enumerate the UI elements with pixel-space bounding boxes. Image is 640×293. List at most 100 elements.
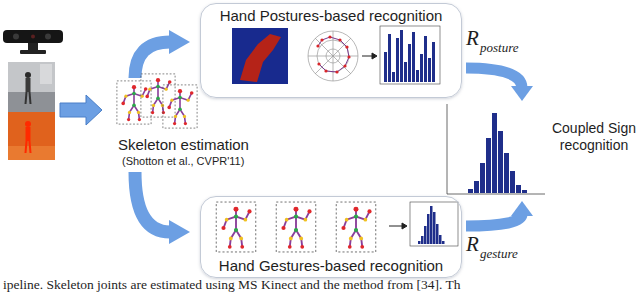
polar-plot xyxy=(308,31,358,81)
polar-plot xyxy=(320,38,323,41)
output-label: Coupled Sign recognition xyxy=(550,120,638,154)
depth-image xyxy=(25,121,31,127)
skeleton-thumbnails xyxy=(336,202,376,252)
skeleton-thumbnails xyxy=(117,81,151,124)
small-arrow xyxy=(402,223,407,229)
polar-plot xyxy=(338,38,341,41)
posture-histogram xyxy=(416,70,419,82)
small-arrow xyxy=(362,56,372,57)
posture-histogram xyxy=(396,38,399,82)
coupled-histogram xyxy=(480,163,485,193)
polar-plot xyxy=(315,38,351,74)
block-arrow xyxy=(169,30,190,54)
gesture-histogram xyxy=(430,206,433,244)
gesture-histogram xyxy=(439,235,442,244)
coupled-histogram xyxy=(447,104,545,194)
depth-image xyxy=(26,141,27,153)
coupled-histogram xyxy=(486,138,491,193)
coupled-histogram xyxy=(504,153,509,193)
gesture-histogram xyxy=(436,224,439,244)
skeleton-thumbnails xyxy=(141,74,175,117)
polar-plot xyxy=(316,44,319,47)
posture-histogram xyxy=(408,44,411,82)
coupled-histogram xyxy=(510,171,515,193)
posture-histogram xyxy=(380,26,440,84)
polar-plot xyxy=(347,55,350,58)
coupled-histogram xyxy=(498,131,503,193)
coupled-histogram xyxy=(468,113,527,193)
caption-label: Skeleton estimation xyxy=(118,136,249,154)
coupled-histogram xyxy=(516,185,521,193)
posture-histogram xyxy=(380,26,440,84)
rgb-image xyxy=(30,92,31,104)
block-arrow xyxy=(169,220,190,244)
depth-image xyxy=(26,127,31,141)
kinect-sensor xyxy=(13,34,19,40)
skeleton-thumbnails xyxy=(216,202,256,252)
rgb-image xyxy=(8,62,55,92)
posture-histogram xyxy=(428,58,431,82)
recognition-band: Hand Postures-based recognition xyxy=(200,3,462,98)
kinect-sensor xyxy=(31,35,35,39)
block-arrow xyxy=(466,68,522,88)
polar-plot xyxy=(335,70,338,73)
kinect-sensor xyxy=(3,30,63,43)
block-arrow xyxy=(511,86,533,101)
gesture-histogram xyxy=(418,241,421,244)
band-title: Hand Postures-based recognition xyxy=(216,7,447,24)
polar-plot xyxy=(317,62,320,65)
polar-plot xyxy=(316,35,350,73)
gesture-histogram xyxy=(433,212,436,244)
polar-plot xyxy=(328,35,331,38)
block-arrow xyxy=(511,201,533,216)
posture-histogram xyxy=(404,62,407,82)
figure-caption: ipeline. Skeleton joints are estimated u… xyxy=(3,277,461,293)
math-symbol: R xyxy=(466,232,479,257)
hand-posture-image xyxy=(232,28,288,84)
citation: (Shotton et al., CVPR'11) xyxy=(122,155,244,168)
posture-histogram xyxy=(384,30,435,82)
gesture-histogram xyxy=(410,202,458,246)
rgb-image xyxy=(26,92,27,104)
depth-image xyxy=(30,141,31,153)
recognition-band: Hand Gestures-based recognition xyxy=(200,196,462,278)
posture-histogram xyxy=(384,52,387,82)
posture-histogram xyxy=(420,54,423,82)
depth-image xyxy=(8,146,55,160)
band-title: Hand Gestures-based recognition xyxy=(215,257,447,274)
rgb-image xyxy=(25,72,31,78)
gesture-histogram xyxy=(424,226,427,244)
skeleton-thumbnails xyxy=(276,202,316,252)
gesture-histogram xyxy=(421,236,424,244)
rgb-image xyxy=(40,64,52,84)
small-arrow xyxy=(389,226,402,227)
kinect-sensor xyxy=(3,30,63,54)
polar-plot xyxy=(308,31,358,81)
coupled-histogram xyxy=(474,181,479,193)
posture-histogram xyxy=(412,32,415,82)
gesture-histogram xyxy=(442,241,445,244)
hand-posture-image xyxy=(232,28,288,84)
math-subscript: gesture xyxy=(480,246,518,262)
small-arrow xyxy=(372,53,377,59)
posture-histogram xyxy=(424,36,427,82)
skeleton-thumbnails xyxy=(117,74,376,252)
kinect-sensor xyxy=(45,34,51,40)
gesture-histogram xyxy=(410,202,458,246)
hand-posture-image xyxy=(240,34,281,82)
depth-image xyxy=(8,112,55,160)
polar-plot xyxy=(318,37,349,72)
coupled-histogram xyxy=(522,190,527,193)
rgb-image xyxy=(8,62,55,112)
block-arrow xyxy=(60,95,102,125)
posture-histogram xyxy=(400,30,403,82)
gesture-histogram xyxy=(427,214,430,244)
coupled-histogram xyxy=(447,104,545,194)
polar-plot xyxy=(324,69,327,72)
coupled-histogram xyxy=(492,113,497,193)
math-subscript: posture xyxy=(480,40,519,56)
kinect-sensor xyxy=(20,50,46,54)
depth-image xyxy=(8,112,55,160)
